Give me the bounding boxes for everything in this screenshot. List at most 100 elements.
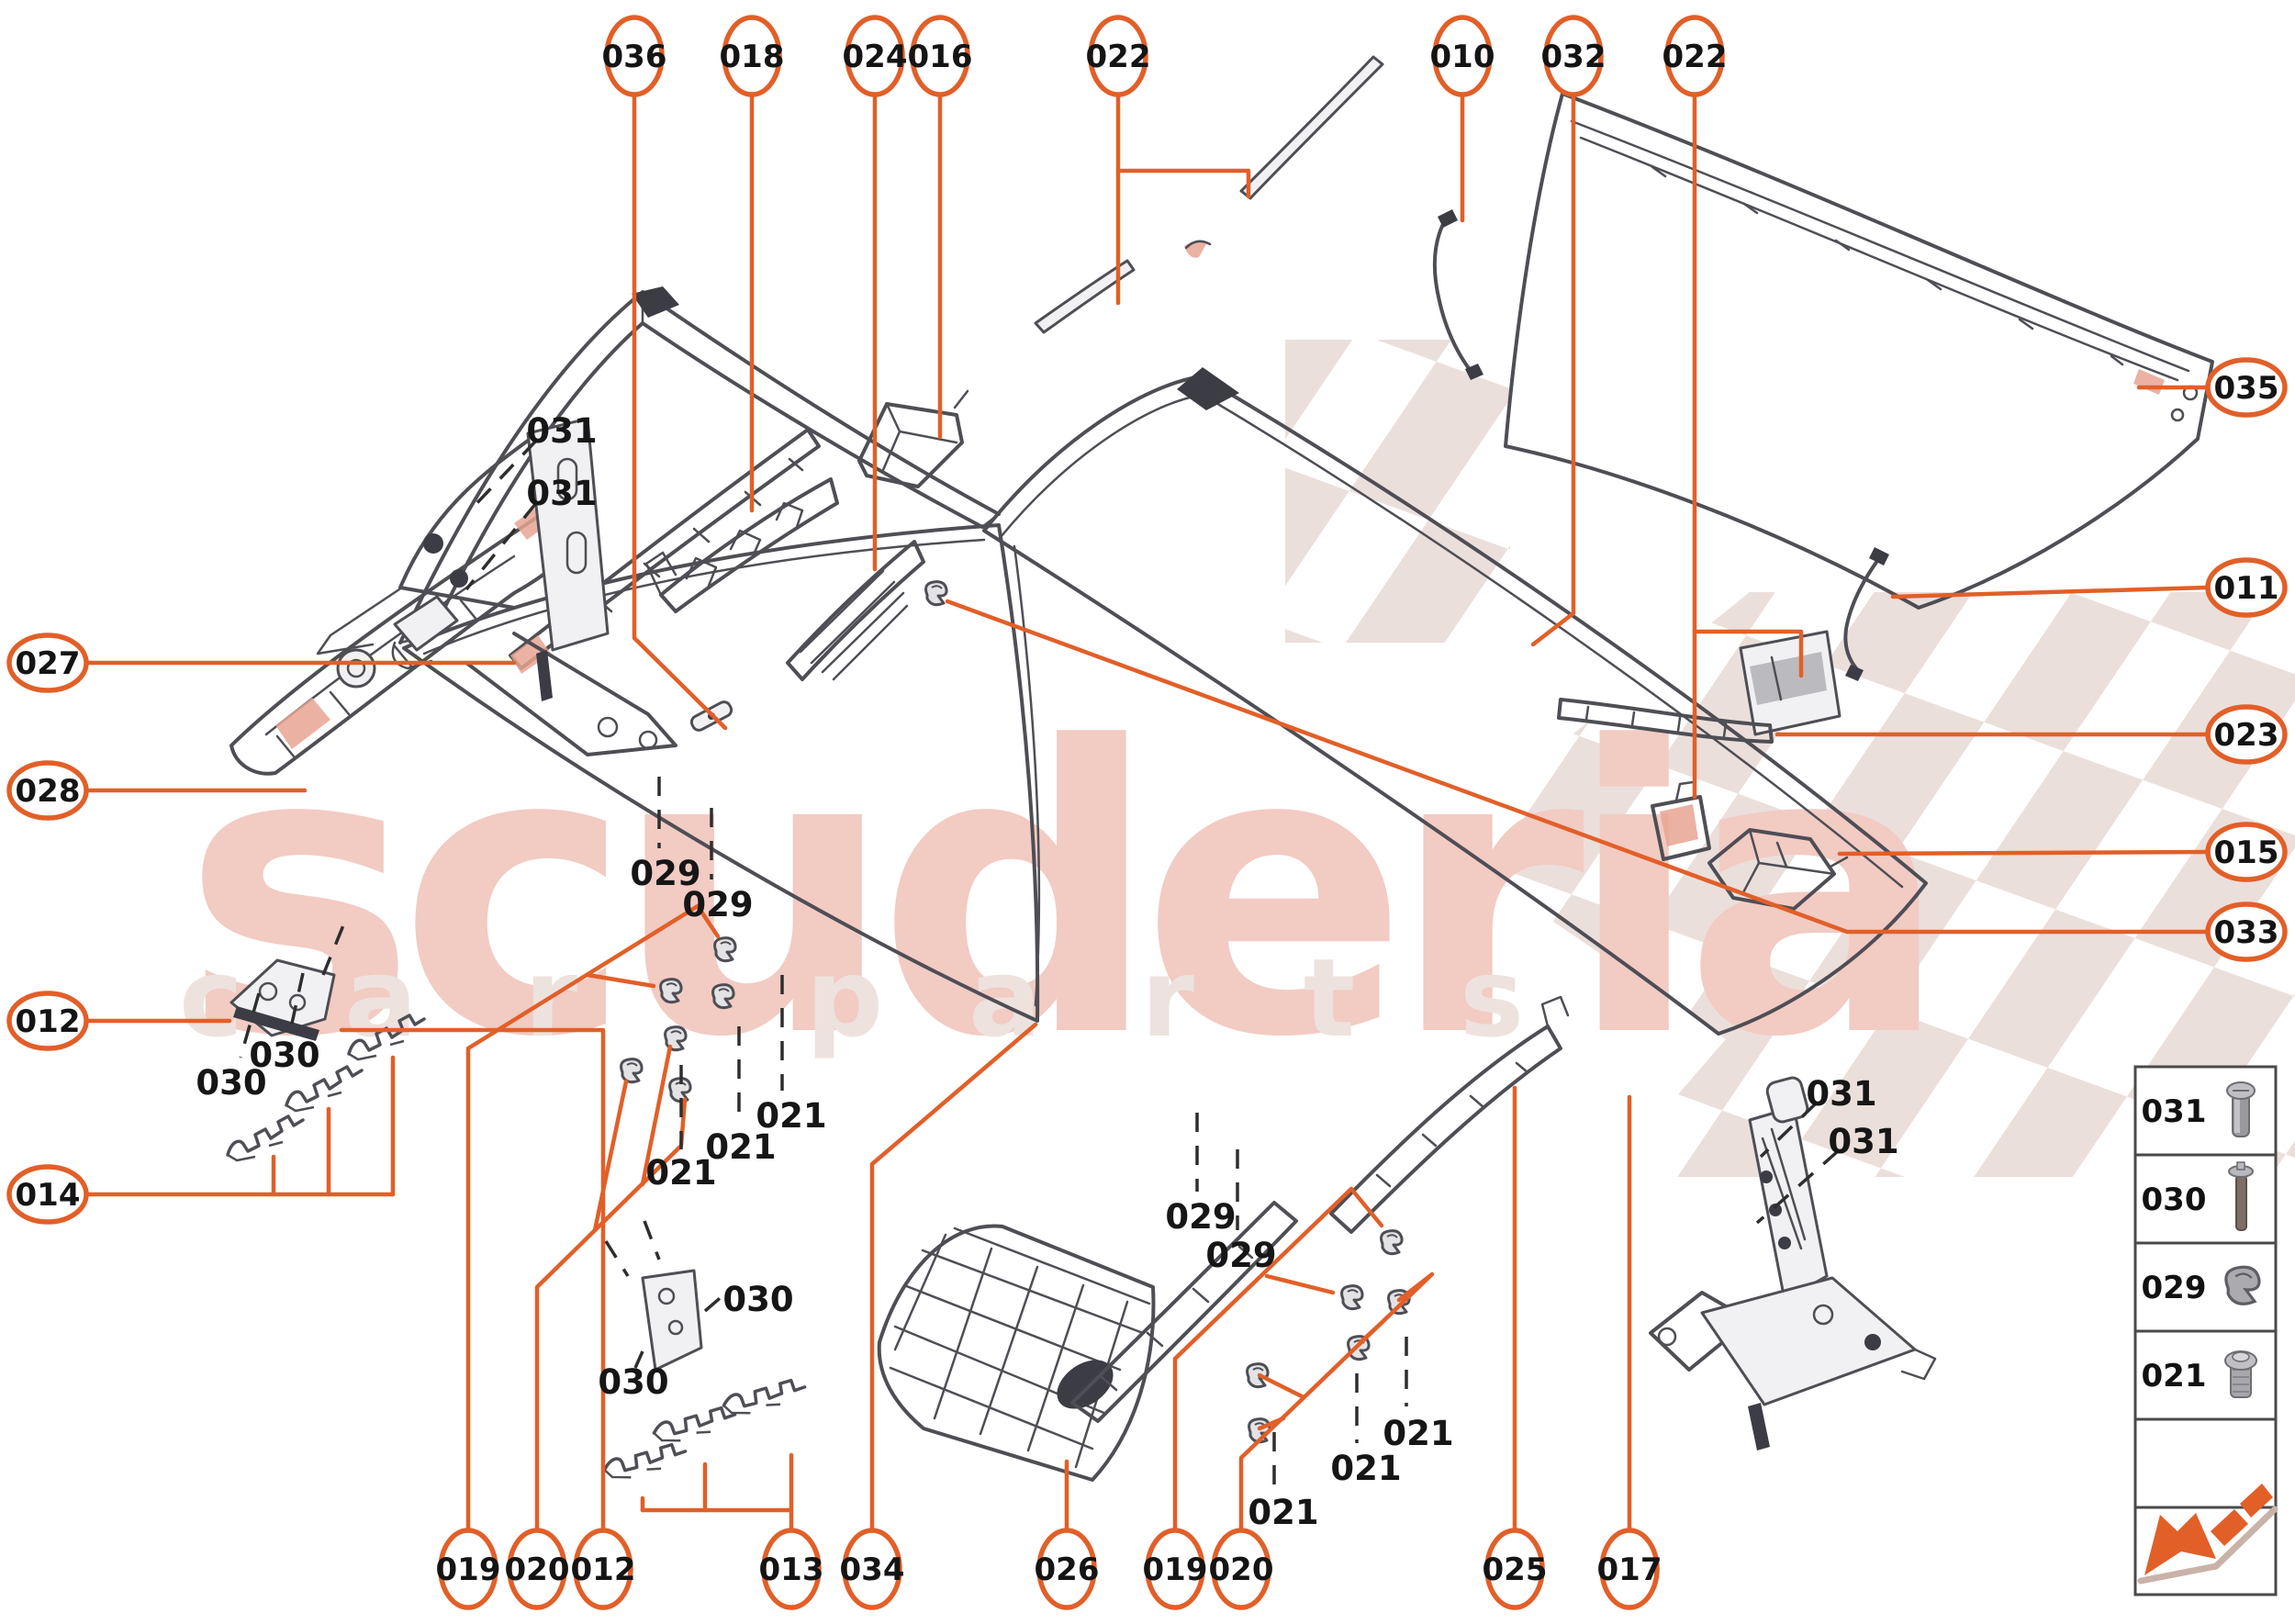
callout-015[interactable]: 015 <box>2205 822 2288 882</box>
leader-012-bottom <box>339 1027 606 1533</box>
callout-020-bottom-right[interactable]: 020 <box>1209 1528 1274 1610</box>
leader-034 <box>869 1022 1038 1533</box>
part-grille-strip-024 <box>786 540 925 681</box>
svg-text:023: 023 <box>2214 717 2279 754</box>
leader-015 <box>1837 849 2210 857</box>
label-029: 029 <box>630 854 700 893</box>
label-021: 021 <box>645 1153 716 1193</box>
part-clip-033 <box>924 580 948 607</box>
svg-text:036: 036 <box>602 39 667 75</box>
checker-flag-patch-small <box>1285 340 1510 643</box>
label-030: 030 <box>196 1063 266 1103</box>
svg-text:014: 014 <box>16 1177 81 1214</box>
callout-020-bottom-left[interactable]: 020 <box>505 1528 570 1610</box>
leader-020-right-stub-3 <box>1257 1416 1286 1431</box>
callout-035[interactable]: 035 <box>2205 357 2288 418</box>
part-bracket-012-left <box>230 958 336 1041</box>
callout-016[interactable]: 016 <box>908 15 973 97</box>
label-031: 031 <box>1806 1074 1876 1114</box>
leader-019-left-stub <box>585 972 656 989</box>
callout-022-top-left[interactable]: 022 <box>1086 15 1151 97</box>
callout-011[interactable]: 011 <box>2205 557 2288 618</box>
label-030: 030 <box>249 1036 319 1075</box>
callout-014[interactable]: 014 <box>6 1164 89 1225</box>
leader-020-right-stub-2 <box>1257 1372 1306 1400</box>
leader-019-right-ladder <box>1172 1186 1384 1533</box>
label-030: 030 <box>598 1362 668 1402</box>
part-weatherstrip-022-left <box>1034 55 1384 334</box>
callout-013[interactable]: 013 <box>759 1528 824 1610</box>
callout-033[interactable]: 033 <box>2205 902 2288 962</box>
leader-011 <box>1890 585 2210 599</box>
leader-020-left-ladder <box>534 1097 688 1533</box>
leader-033 <box>945 599 2210 935</box>
svg-text:022: 022 <box>1662 39 1728 75</box>
wm-letter: c <box>179 935 243 1061</box>
svg-text:016: 016 <box>908 39 973 75</box>
callout-023[interactable]: 023 <box>2205 704 2288 765</box>
fastener-legend: 031 030 029 021 <box>2133 1065 2278 1596</box>
watermark-word: scuderia <box>182 665 1931 1124</box>
pan-head-screw-icon <box>2226 1081 2256 1137</box>
callout-010[interactable]: 010 <box>1430 15 1495 97</box>
brand-logo-arrow <box>2137 1484 2278 1585</box>
washer-head-screw-icon <box>2224 1350 2257 1398</box>
legend-row-029[interactable]: 029 <box>2142 1265 2261 1306</box>
label-021: 021 <box>756 1096 826 1136</box>
svg-text:026: 026 <box>1035 1551 1100 1588</box>
callout-022-top-right[interactable]: 022 <box>1662 15 1728 97</box>
svg-text:012: 012 <box>571 1551 636 1588</box>
leader-019-right-stub <box>1264 1273 1336 1295</box>
label-021: 021 <box>705 1127 776 1167</box>
legend-row-030[interactable]: 030 <box>2142 1161 2254 1231</box>
svg-text:020: 020 <box>505 1551 570 1588</box>
long-bolt-icon <box>2228 1161 2254 1231</box>
svg-text:035: 035 <box>2214 370 2279 407</box>
svg-text:017: 017 <box>1597 1551 1662 1588</box>
legend-row-021[interactable]: 021 <box>2142 1350 2257 1398</box>
callout-024[interactable]: 024 <box>843 15 908 97</box>
legend-row-031[interactable]: 031 <box>2142 1081 2256 1137</box>
part-cover-rail-018 <box>644 477 839 613</box>
callout-012-left[interactable]: 012 <box>6 991 89 1051</box>
callout-032[interactable]: 032 <box>1541 15 1606 97</box>
watermark: scuderia c a r p a r t s <box>179 340 2295 1177</box>
leader-022-right-branch <box>1692 629 1804 678</box>
svg-text:015: 015 <box>2214 834 2279 871</box>
part-headliner-026 <box>877 1201 1298 1482</box>
callout-027[interactable]: 027 <box>6 633 89 693</box>
svg-text:024: 024 <box>843 39 908 75</box>
part-roof-glass-panel <box>982 367 1928 1036</box>
callouts: 036 018 024 016 022 010 032 022 035 011 … <box>6 15 2288 1610</box>
metal-clip-icon <box>2224 1265 2261 1305</box>
part-a-pillar-bracket-left <box>316 417 677 756</box>
wm-letter: a <box>968 935 1042 1061</box>
callout-036[interactable]: 036 <box>602 15 667 97</box>
leader-022-left-branch <box>1115 168 1251 199</box>
svg-text:011: 011 <box>2214 570 2279 607</box>
callout-018[interactable]: 018 <box>720 15 785 97</box>
svg-text:029: 029 <box>2142 1270 2207 1306</box>
leader-020-left-stub-1 <box>640 1044 673 1187</box>
rail-hooks <box>1651 165 2124 366</box>
callout-026[interactable]: 026 <box>1035 1528 1100 1610</box>
callout-012-bottom[interactable]: 012 <box>571 1528 636 1610</box>
callout-017[interactable]: 017 <box>1597 1528 1662 1610</box>
part-rear-roof-panel <box>1504 92 2214 610</box>
callout-028[interactable]: 028 <box>6 760 89 821</box>
callout-034[interactable]: 034 <box>840 1528 905 1610</box>
part-trim-rail-023 <box>1557 698 1774 744</box>
callout-019-bottom-left[interactable]: 019 <box>436 1528 501 1610</box>
label-021: 021 <box>1330 1449 1401 1488</box>
callout-019-bottom-right[interactable]: 019 <box>1143 1528 1208 1610</box>
callout-025[interactable]: 025 <box>1483 1528 1548 1610</box>
label-031: 031 <box>526 411 597 451</box>
part-side-rail-025 <box>1329 995 1570 1234</box>
label-029: 029 <box>1165 1197 1236 1237</box>
checker-flag-patch-large <box>1438 592 2295 1177</box>
leader-020-left-stub-2 <box>592 1079 629 1233</box>
wm-letter: r <box>1141 935 1194 1061</box>
svg-text:031: 031 <box>2142 1093 2207 1130</box>
part-hinge-mechanism-017 <box>1649 1076 1937 1450</box>
